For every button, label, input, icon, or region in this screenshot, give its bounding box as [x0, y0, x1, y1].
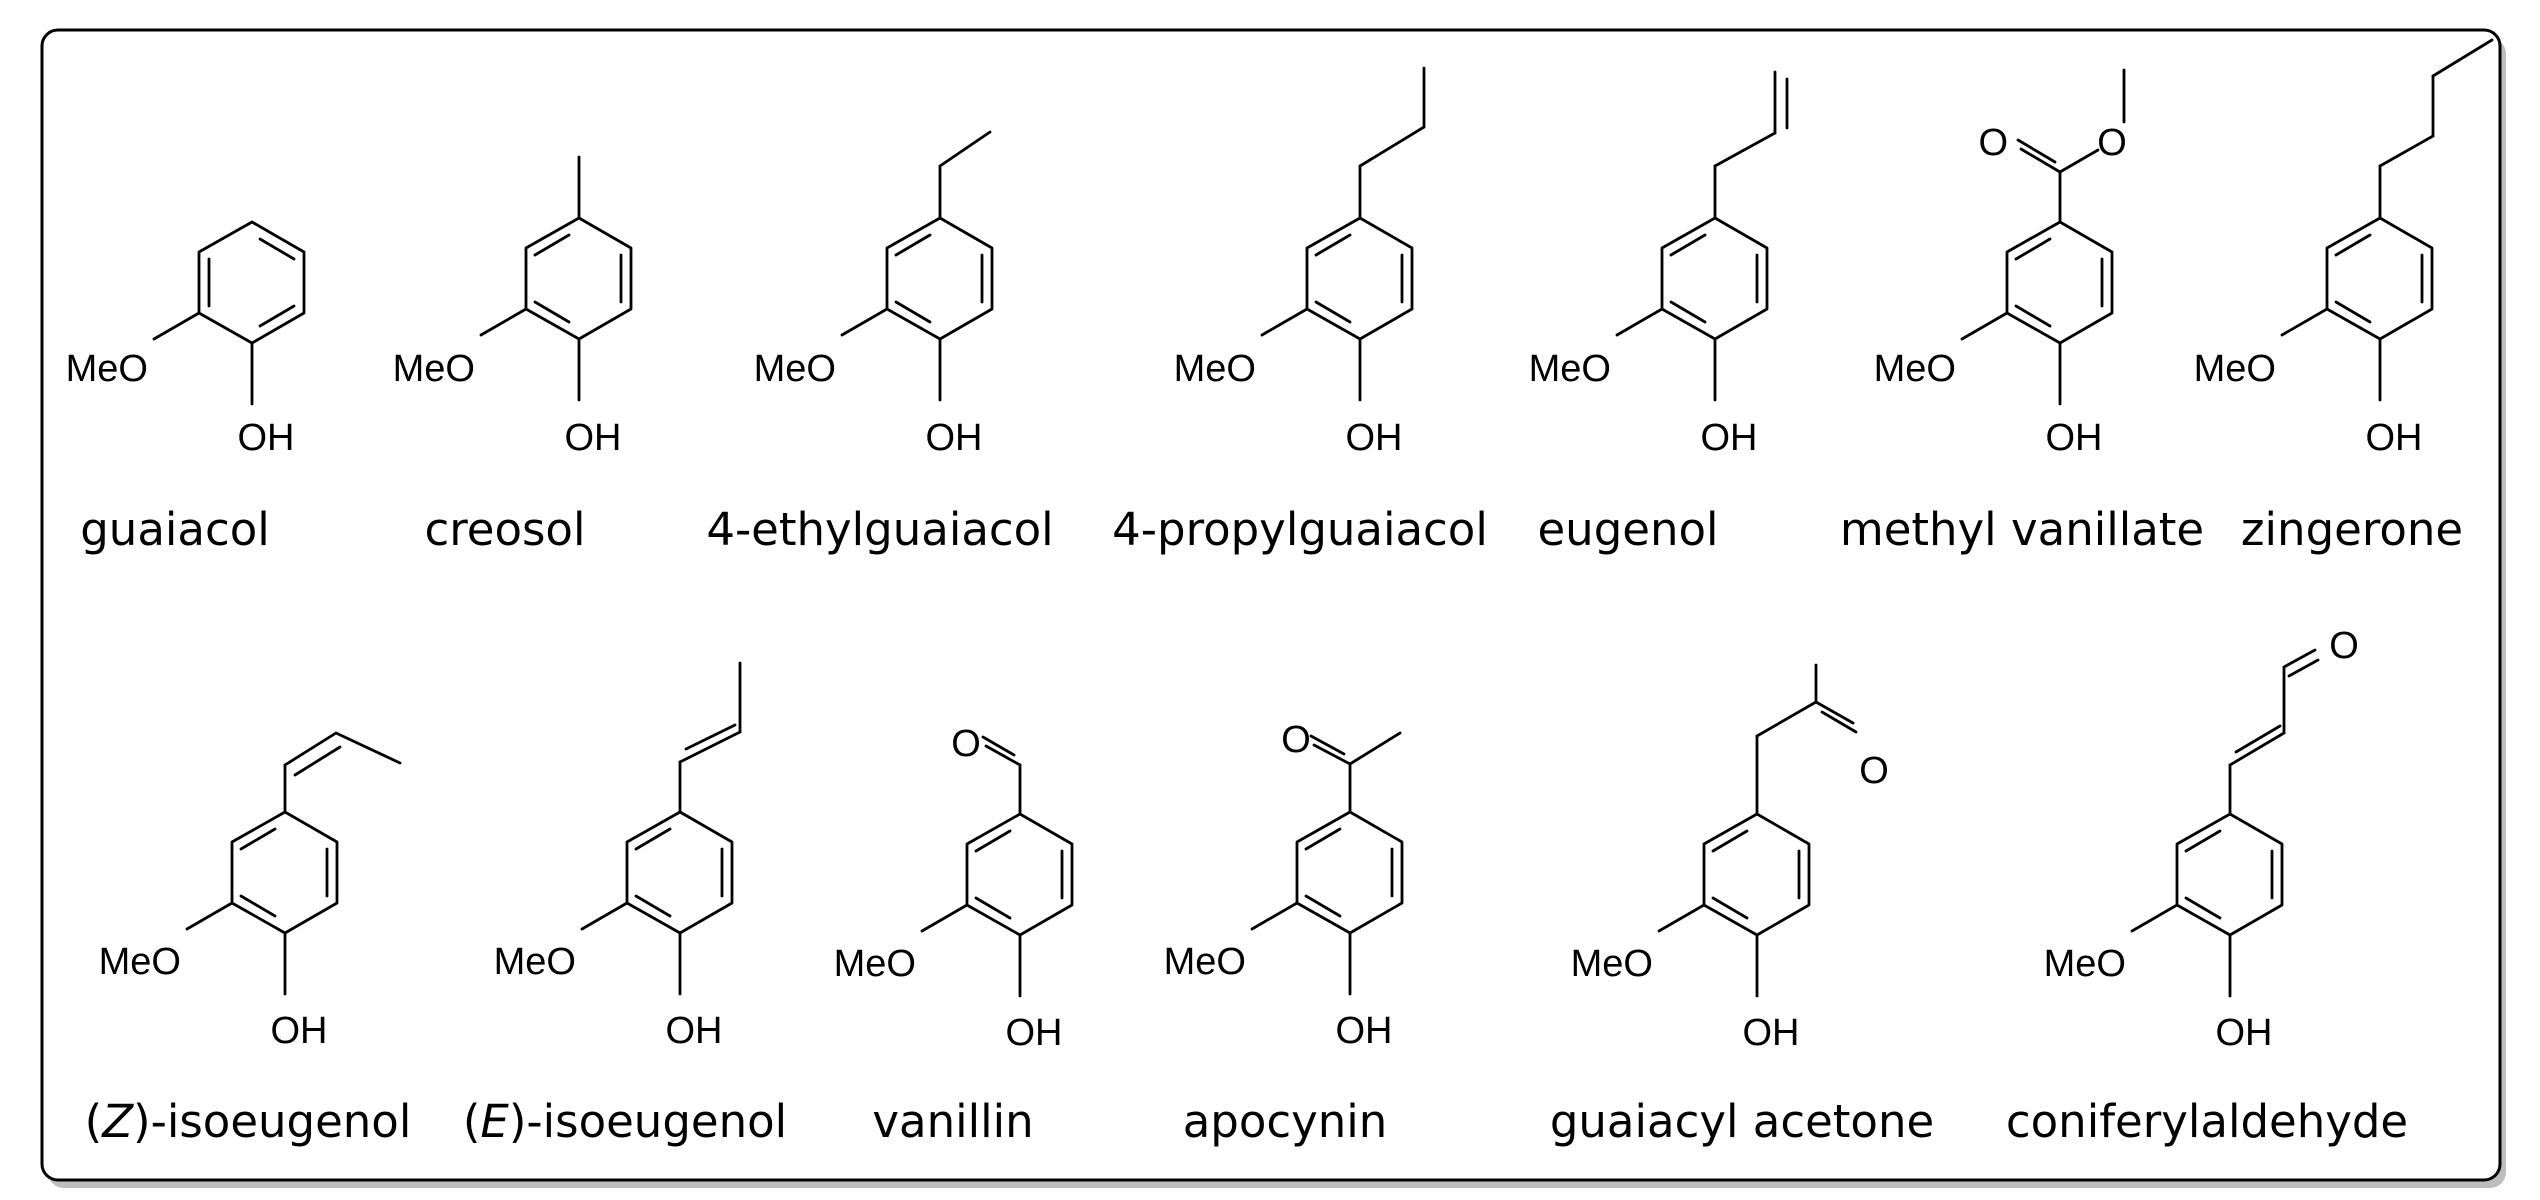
hydroxyl-label: OH: [1346, 417, 1403, 459]
compound-vanillin: O MeO OH vanillin: [834, 723, 1074, 1148]
compound-name: guaiacol: [80, 503, 270, 556]
compound-eugenol: MeO OH eugenol: [1529, 70, 1789, 556]
methoxy-label: MeO: [834, 943, 916, 985]
aldehyde-oxygen: O: [2329, 625, 2359, 667]
ester-oxygen: O: [2097, 122, 2127, 164]
panel-frame: [40, 28, 2502, 1182]
methoxy-label: MeO: [2194, 348, 2276, 390]
methoxy-label: MeO: [99, 941, 181, 983]
compound-4-ethylguaiacol: MeO OH 4-ethylguaiacol: [706, 130, 1054, 556]
compound-name: (E)-isoeugenol: [463, 1095, 787, 1148]
carbonyl-oxygen: O: [1978, 122, 2008, 164]
compound-name: creosol: [425, 503, 586, 556]
methoxy-label: MeO: [1874, 348, 1956, 390]
aldehyde-oxygen: O: [951, 723, 981, 765]
compound-name: apocynin: [1183, 1095, 1388, 1148]
compound-creosol: MeO OH creosol: [393, 155, 633, 556]
hydroxyl-label: OH: [1743, 1012, 1800, 1054]
hydroxyl-label: OH: [2216, 1012, 2273, 1054]
hydroxyl-label: OH: [2046, 417, 2103, 459]
e-isoeugenol-bonds: [580, 661, 742, 996]
guaiacyl-acetone-bonds: [1657, 663, 1858, 998]
compound-guaiacol: MeO OH guaiacol: [66, 220, 306, 556]
z-isoeugenol-bonds: [185, 731, 402, 996]
coniferylaldehyde-bonds: [2130, 648, 2320, 998]
compound-name: eugenol: [1537, 503, 1718, 556]
hydroxyl-label: OH: [2366, 417, 2423, 459]
methoxy-label: MeO: [754, 348, 836, 390]
compound-z-isoeugenol: MeO OH (Z)-isoeugenol: [85, 731, 412, 1148]
vanillin-bonds: [920, 735, 1074, 998]
hydroxyl-label: OH: [238, 417, 295, 459]
ketone-oxygen: O: [1281, 719, 1311, 761]
hydroxyl-label: OH: [1336, 1010, 1393, 1052]
ketone-oxygen: O: [1859, 750, 1889, 792]
compound-zingerone: MeO OH zingerone: [2194, 38, 2494, 556]
hydroxyl-label: OH: [666, 1010, 723, 1052]
compound-name: 4-propylguaiacol: [1112, 503, 1488, 556]
hydroxyl-label: OH: [565, 417, 622, 459]
hydroxyl-label: OH: [1701, 417, 1758, 459]
compound-name: 4-ethylguaiacol: [706, 503, 1053, 556]
methoxy-label: MeO: [1174, 348, 1256, 390]
creosol-bonds: [479, 155, 633, 402]
propylguaiacol-bonds: [1260, 66, 1426, 402]
methoxy-label: MeO: [2044, 943, 2126, 985]
methoxy-label: MeO: [1529, 348, 1611, 390]
hydroxyl-label: OH: [1006, 1012, 1063, 1054]
compound-4-propylguaiacol: MeO OH 4-propylguaiacol: [1112, 66, 1488, 556]
compound-name: vanillin: [872, 1095, 1033, 1148]
methyl-vanillate-bonds: [1960, 68, 2126, 406]
compound-methyl-vanillate: O O MeO OH methyl vanillate: [1840, 68, 2204, 556]
compound-e-isoeugenol: MeO OH (E)-isoeugenol: [463, 661, 787, 1148]
methoxy-label: MeO: [393, 348, 475, 390]
compound-name: (Z)-isoeugenol: [85, 1095, 412, 1148]
eugenol-bonds: [1615, 70, 1789, 402]
methoxy-label: MeO: [1164, 941, 1246, 983]
zingerone-bonds: [2280, 38, 2494, 402]
compound-name: methyl vanillate: [1840, 503, 2204, 556]
apocynin-bonds: [1250, 731, 1404, 996]
compound-name: zingerone: [2241, 503, 2463, 556]
methoxy-label: MeO: [1571, 943, 1653, 985]
guaiacol-bonds: [152, 220, 306, 406]
compound-name: guaiacyl acetone: [1550, 1095, 1934, 1148]
methoxy-label: MeO: [494, 941, 576, 983]
compound-apocynin: O MeO OH apocynin: [1164, 719, 1404, 1148]
compound-name: coniferylaldehyde: [2006, 1095, 2408, 1148]
hydroxyl-label: OH: [271, 1010, 328, 1052]
methoxy-label: MeO: [66, 348, 148, 390]
compound-guaiacyl-acetone: O MeO OH guaiacyl acetone: [1550, 663, 1934, 1148]
ethylguaiacol-bonds: [840, 130, 994, 402]
compound-coniferylaldehyde: O MeO OH coniferylaldehyde: [2006, 625, 2408, 1148]
hydroxyl-label: OH: [926, 417, 983, 459]
